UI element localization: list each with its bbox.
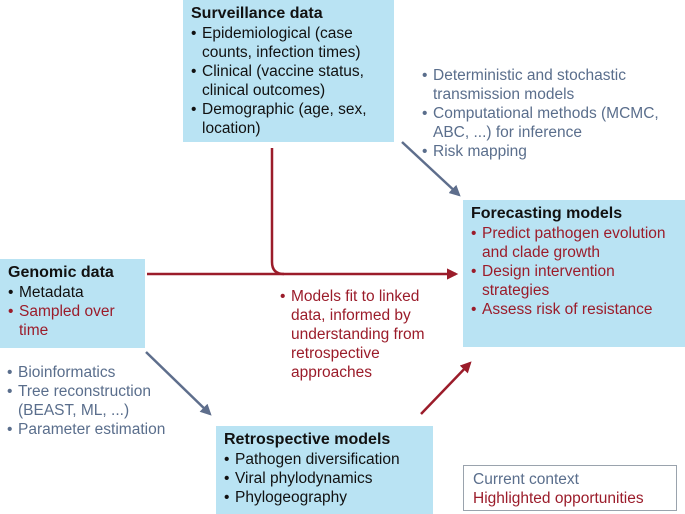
method-computational: Computational methods (MCMC, ABC, ...) f… xyxy=(422,104,684,142)
linked-models-text: Models fit to linked data, informed by u… xyxy=(280,287,440,382)
forecasting-item-predict: Predict pathogen evolution and clade gro… xyxy=(471,224,677,262)
genomic-title: Genomic data xyxy=(8,264,114,281)
forecasting-item-design: Design intervention strategies xyxy=(471,262,677,300)
retrospective-title: Retrospective models xyxy=(224,431,391,448)
method-tree-reconstruction: Tree reconstruction (BEAST, ML, ...) xyxy=(7,382,199,420)
legend-highlighted-opportunities: Highlighted opportunities xyxy=(473,490,644,507)
forecasting-item-resistance: Assess risk of resistance xyxy=(471,300,677,319)
legend-current-context: Current context xyxy=(473,471,579,488)
linked-models-note: Models fit to linked data, informed by u… xyxy=(280,287,440,382)
genomic-item-metadata: Metadata xyxy=(8,283,137,302)
forecasting-methods-list: Deterministic and stochastic transmissio… xyxy=(422,66,684,161)
retrospective-methods-list: Bioinformatics Tree reconstruction (BEAS… xyxy=(7,363,199,439)
method-risk-mapping: Risk mapping xyxy=(422,142,684,161)
retrospective-item-phylodynamics: Viral phylodynamics xyxy=(224,469,425,488)
surveillance-link-line xyxy=(270,148,285,276)
genomic-data-box: Genomic data Metadata Sampled over time xyxy=(0,259,145,348)
retrospective-models-box: Retrospective models Pathogen diversific… xyxy=(216,426,433,514)
forecasting-models-box: Forecasting models Predict pathogen evol… xyxy=(463,200,685,347)
method-bioinformatics: Bioinformatics xyxy=(7,363,199,382)
surveillance-item-demographic: Demographic (age, sex, location) xyxy=(191,100,386,138)
legend: Current context Highlighted opportunitie… xyxy=(463,465,677,511)
retrospective-item-diversification: Pathogen diversification xyxy=(224,450,425,469)
surveillance-data-box: Surveillance data Epidemiological (case … xyxy=(183,0,394,142)
forecasting-title: Forecasting models xyxy=(471,205,623,222)
surveillance-item-epidemiological: Epidemiological (case counts, infection … xyxy=(191,24,386,62)
retrospective-item-phylogeography: Phylogeography xyxy=(224,488,425,507)
surveillance-item-clinical: Clinical (vaccine status, clinical outco… xyxy=(191,62,386,100)
retrospective-to-forecasting-arrow xyxy=(420,361,472,415)
surveillance-title: Surveillance data xyxy=(191,5,323,22)
genomic-item-sampled: Sampled over time xyxy=(8,302,137,340)
method-transmission-models: Deterministic and stochastic transmissio… xyxy=(422,66,684,104)
method-parameter-estimation: Parameter estimation xyxy=(7,420,199,439)
surveillance-to-forecasting-arrow xyxy=(401,141,461,197)
